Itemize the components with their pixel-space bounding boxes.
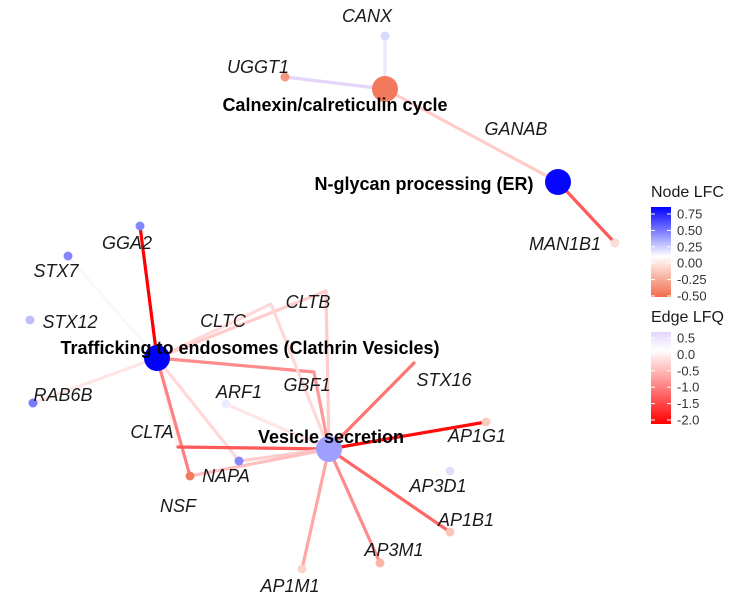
edge-vesicle-ARF1 — [224, 402, 331, 451]
gene-label-uggt1: UGGT1 — [227, 57, 289, 77]
legend-edge-title: Edge LFQ — [651, 309, 724, 326]
legend-tick-label: -0.5 — [677, 363, 699, 378]
edge-vesicle-AP3M1 — [327, 447, 382, 565]
gene-node-man1b1 — [610, 238, 620, 248]
edge-trafficking-GBF1 — [155, 356, 316, 374]
gene-node-ap3m1 — [375, 558, 385, 568]
legend-tick-label: -0.25 — [677, 272, 707, 287]
edge-trafficking-GGA2 — [138, 224, 159, 360]
pathway-label-trafficking: Trafficking to endosomes (Clathrin Vesic… — [60, 338, 439, 358]
edge-vesicle-AP1M1 — [300, 447, 331, 571]
legend-edge-colorbar — [651, 332, 671, 424]
edge-trafficking-RAB6B — [31, 356, 159, 405]
edge-trafficking-CLTB — [155, 289, 328, 360]
pathway-label-calnexin: Calnexin/calreticulin cycle — [222, 95, 447, 115]
gene-label-ganab: GANAB — [484, 119, 547, 139]
legend-tick-label: 0.50 — [677, 223, 702, 238]
edge-trafficking-NAPA — [155, 356, 241, 463]
edge-vesicle-NSF — [188, 447, 331, 478]
gene-label-stx12: STX12 — [42, 312, 97, 332]
legend-tick-label: 0.5 — [677, 331, 695, 346]
gene-node-stx7 — [63, 251, 73, 261]
edge-vesicle-AP1G1 — [327, 420, 488, 451]
gene-node-ap1g1 — [481, 417, 491, 427]
edge-trafficking-NSF — [155, 356, 192, 478]
edge-nglycan-MAN1B1 — [556, 180, 617, 245]
legend-tick-label: -1.0 — [677, 380, 699, 395]
gene-label-ap3m1: AP3M1 — [363, 540, 423, 560]
legend-tick-label: -2.0 — [677, 413, 699, 428]
legend-node-lfc: Node LFC 0.750.500.25 0.00-0.25 -0.50 — [651, 184, 724, 304]
edge-trafficking-STX7 — [66, 254, 159, 360]
edge-vesicle-AP1B1 — [327, 447, 452, 534]
gene-node-ap1m1 — [297, 564, 307, 574]
gene-label-man1b1: MAN1B1 — [529, 234, 601, 254]
edge-vesicle-CLTC — [269, 302, 331, 451]
gene-label-rab6b: RAB6B — [33, 385, 92, 405]
gene-label-gga2: GGA2 — [102, 233, 152, 253]
legend-tick-label: -1.5 — [677, 396, 699, 411]
gene-node-napa — [234, 456, 244, 466]
legend-tick-label: 0.25 — [677, 239, 702, 254]
legend-tick-label: 0.00 — [677, 256, 702, 271]
edges-layer — [28, 34, 617, 571]
gene-label-ap3d1: AP3D1 — [408, 476, 466, 496]
gene-label-cltb: CLTB — [286, 292, 331, 312]
edge-vesicle-CLTA — [176, 445, 331, 451]
gene-node-ap3d1 — [445, 466, 455, 476]
nodes-layer — [25, 31, 620, 574]
gene-label-nsf: NSF — [160, 496, 197, 516]
gene-label-napa: NAPA — [202, 466, 250, 486]
gene-label-cltc: CLTC — [200, 311, 247, 331]
gene-node-uggt1 — [280, 72, 290, 82]
edge-vesicle-AP3D1 — [327, 447, 452, 473]
gene-node-canx — [380, 31, 390, 41]
legend-node-colorbar — [651, 207, 671, 297]
gene-label-stx16: STX16 — [416, 370, 472, 390]
gene-label-gbf1: GBF1 — [283, 375, 330, 395]
pathway-node-trafficking — [144, 345, 170, 371]
gene-label-ap1m1: AP1M1 — [259, 576, 319, 596]
edge-vesicle-GBF1 — [312, 370, 331, 451]
gene-node-arf1 — [221, 399, 231, 409]
edge-calnexin-UGGT1 — [283, 75, 387, 91]
gene-node-stx12 — [25, 315, 35, 325]
gene-label-ap1b1: AP1B1 — [437, 510, 494, 530]
gene-node-gga2 — [135, 221, 145, 231]
legend-tick-label: 0.0 — [677, 347, 695, 362]
gene-label-ap1g1: AP1G1 — [447, 426, 506, 446]
legend-node-title: Node LFC — [651, 184, 724, 201]
gene-node-nsf — [185, 471, 195, 481]
gene-node-rab6b — [28, 398, 38, 408]
edge-trafficking-STX12 — [28, 318, 159, 360]
edge-calnexin-nglycan — [383, 87, 560, 184]
gene-label-clta: CLTA — [130, 422, 173, 442]
legend-tick-label: 0.75 — [677, 207, 702, 222]
pathway-node-calnexin — [372, 76, 398, 102]
legend-edge-lfq: Edge LFQ 0.50.0-0.5 -1.0-1.5 -2.0 — [651, 309, 724, 428]
gene-label-arf1: ARF1 — [215, 382, 262, 402]
gene-label-canx: CANX — [342, 6, 393, 26]
edge-trafficking-ARF1 — [155, 356, 228, 406]
pathway-node-vesicle — [316, 436, 342, 462]
edge-vesicle-STX16 — [327, 361, 416, 451]
gene-node-ap1b1 — [445, 527, 455, 537]
gene-label-stx7: STX7 — [33, 261, 79, 281]
pathway-node-nglycan — [545, 169, 571, 195]
legend-tick-label: -0.50 — [677, 289, 707, 304]
pathway-label-vesicle: Vesicle secretion — [258, 427, 404, 447]
edge-vesicle-CLTB — [324, 289, 331, 451]
pathway-label-nglycan: N-glycan processing (ER) — [314, 174, 533, 194]
